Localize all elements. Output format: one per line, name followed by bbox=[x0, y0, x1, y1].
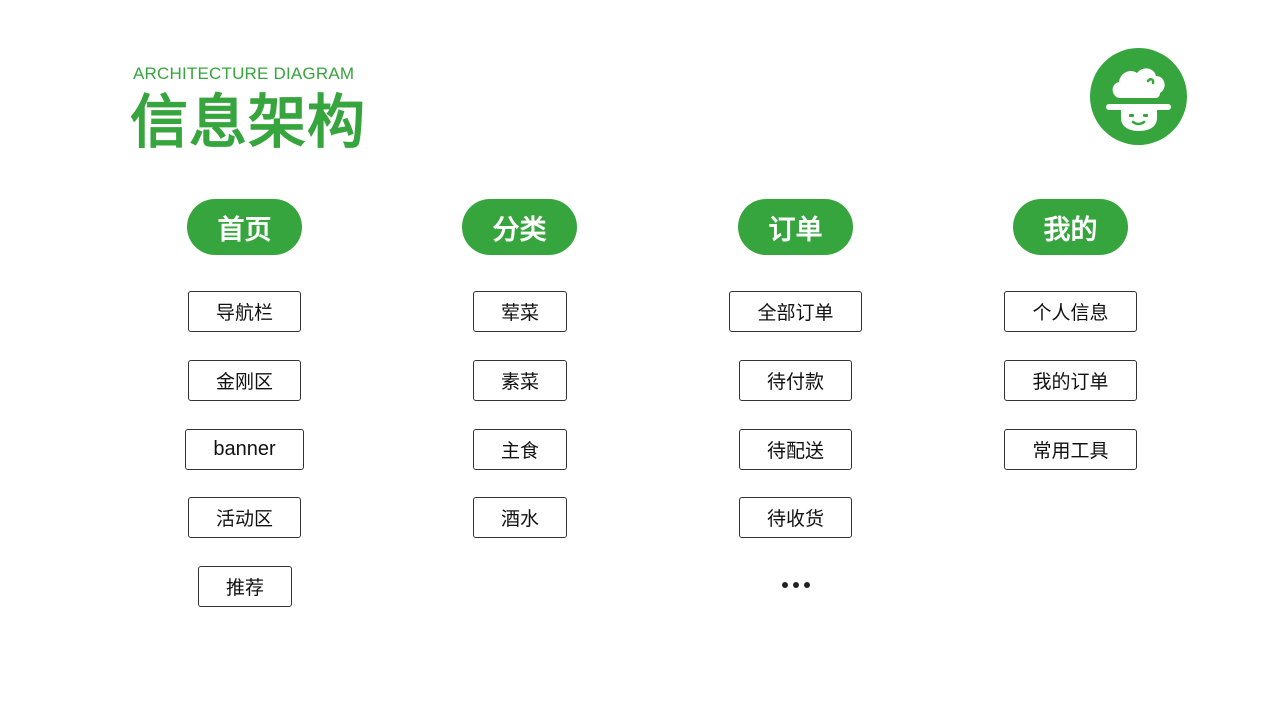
category-classify: 分类 bbox=[462, 199, 577, 255]
node-vegetable-dishes: 素菜 bbox=[473, 360, 567, 401]
node-pending-receipt: 待收货 bbox=[739, 497, 852, 538]
ellipsis-icon bbox=[782, 582, 810, 588]
node-my-orders: 我的订单 bbox=[1004, 360, 1137, 401]
diagram-title: 信息架构 bbox=[130, 88, 367, 156]
node-pending-delivery: 待配送 bbox=[739, 429, 852, 470]
node-staple-food: 主食 bbox=[473, 429, 567, 470]
diagram-subtitle: ARCHITECTURE DIAGRAM bbox=[133, 64, 355, 83]
category-orders: 订单 bbox=[738, 199, 853, 255]
category-mine: 我的 bbox=[1013, 199, 1128, 255]
node-pending-payment: 待付款 bbox=[739, 360, 852, 401]
category-home: 首页 bbox=[187, 199, 302, 255]
node-king-kong-area: 金刚区 bbox=[188, 360, 301, 401]
node-meat-dishes: 荤菜 bbox=[473, 291, 567, 332]
chef-hat-mascot-icon bbox=[1090, 48, 1187, 145]
node-drinks: 酒水 bbox=[473, 497, 567, 538]
node-personal-info: 个人信息 bbox=[1004, 291, 1137, 332]
node-recommend: 推荐 bbox=[198, 566, 292, 607]
node-banner: banner bbox=[185, 429, 304, 470]
node-common-tools: 常用工具 bbox=[1004, 429, 1137, 470]
node-nav-bar: 导航栏 bbox=[188, 291, 301, 332]
node-all-orders: 全部订单 bbox=[729, 291, 862, 332]
node-activity-area: 活动区 bbox=[188, 497, 301, 538]
